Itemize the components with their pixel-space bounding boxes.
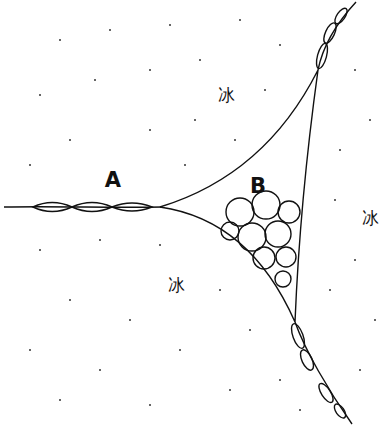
region-letter: B [250,176,266,197]
material-label: 冰 [362,210,379,227]
boundary-bubble [321,21,338,45]
boundary-bubble [112,203,152,211]
boundary-bubble [298,348,316,372]
pocket-bubble [221,222,239,240]
material-label: 冰 [168,277,185,294]
boundary-bubble [33,203,72,212]
ice-stipple [29,19,376,411]
pocket-bubble [276,247,296,267]
boundary-bubble [316,381,336,404]
boundary-bubble [332,402,348,420]
boundary-bubble [289,322,307,350]
region-letter: A [105,170,121,191]
pocket-bubble [278,201,300,223]
material-label: 冰 [218,87,235,104]
pocket-bubble [275,271,291,287]
grain-boundary [318,2,356,70]
boundary-bubble [72,203,112,212]
junction-pocket [160,70,318,322]
boundary-bubble [333,6,350,25]
grain-boundary [4,206,162,208]
pocket-bubble [253,247,275,269]
pocket-bubble [265,221,291,247]
boundary-bubble [314,42,329,69]
